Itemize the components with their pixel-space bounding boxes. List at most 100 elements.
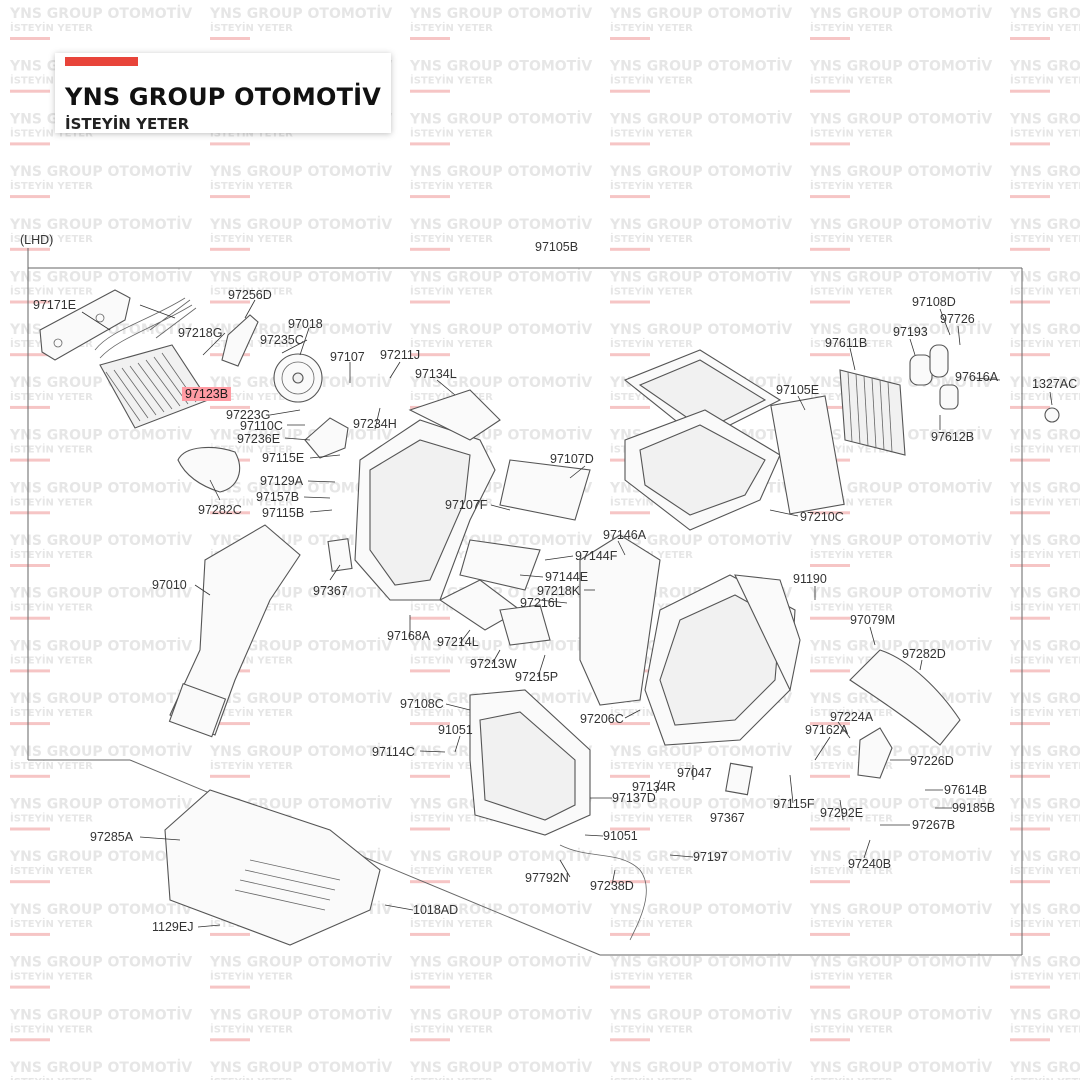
part-label: 1018AD xyxy=(413,903,459,917)
heater-case-left xyxy=(327,389,501,601)
under-tray xyxy=(164,789,381,946)
leader-line xyxy=(139,304,176,319)
part-label: 97226D xyxy=(910,754,954,768)
heater-core xyxy=(94,297,209,429)
leader-line xyxy=(490,504,511,511)
part-label: 97157B xyxy=(256,490,300,504)
part-label: 91051 xyxy=(603,829,638,843)
part-label: 97115B xyxy=(262,506,305,520)
leader-line xyxy=(537,654,546,678)
leader-line xyxy=(669,854,694,858)
leader-line xyxy=(197,924,221,928)
leader-line xyxy=(837,721,851,739)
leader-line xyxy=(814,736,831,761)
part-label: 97105B xyxy=(535,240,579,254)
bracket xyxy=(39,289,131,361)
rear-duct xyxy=(169,524,301,736)
leader-line xyxy=(374,407,381,430)
leader-line xyxy=(617,540,626,556)
leader-line xyxy=(569,465,586,479)
part-label: 97292E xyxy=(820,806,864,820)
part-label: 97115E xyxy=(262,451,305,465)
leader-line xyxy=(269,409,301,416)
leader-line xyxy=(445,703,471,711)
part-label: 97115F xyxy=(773,797,815,811)
part-label: 97235C xyxy=(260,333,304,347)
leader-line xyxy=(909,338,916,356)
part-label: 91051 xyxy=(438,723,473,737)
part-label: 97282C xyxy=(198,503,242,517)
brand-title: YNS GROUP OTOMOTİV xyxy=(65,83,382,111)
part-label: 97224A xyxy=(830,710,874,724)
part-label: 97616A xyxy=(955,370,999,384)
leader-line xyxy=(329,564,341,581)
grommet-2 xyxy=(939,384,959,410)
part-label: 97285A xyxy=(90,830,134,844)
case-panel xyxy=(770,395,845,515)
part-label: 97110C xyxy=(240,419,283,433)
part-label: 97171E xyxy=(33,298,77,312)
diagram-frame xyxy=(27,248,1023,956)
part-label: 91190 xyxy=(793,572,827,586)
part-label: 97047 xyxy=(677,766,712,780)
leader-line xyxy=(309,454,341,459)
part-label: 97367 xyxy=(710,811,745,825)
leader-line xyxy=(309,509,333,513)
leader-line xyxy=(655,779,661,794)
leader-line xyxy=(863,839,871,859)
leader-line xyxy=(307,480,336,483)
part-label: 97213W xyxy=(470,657,517,671)
part-label: 97108D xyxy=(912,295,956,309)
leader-line xyxy=(202,332,226,356)
leader-line xyxy=(209,479,221,501)
part-label: 97107F xyxy=(445,498,488,512)
leader-line xyxy=(797,395,806,411)
part-label: 97218G xyxy=(178,326,223,340)
leader-line xyxy=(789,774,794,804)
part-label: 97144F xyxy=(575,549,618,563)
leader-line xyxy=(869,626,876,646)
part-label: 97134R xyxy=(632,780,676,794)
part-label: 97236E xyxy=(237,432,281,446)
grommet xyxy=(929,344,949,378)
leader-line xyxy=(281,339,308,354)
part-label: 97108C xyxy=(400,697,444,711)
part-label: 97611B xyxy=(825,336,868,350)
leader-line xyxy=(244,299,256,319)
part-label: 97218K xyxy=(537,584,581,598)
part-label: 97216L xyxy=(520,596,562,610)
part-label: 97223G xyxy=(226,408,271,422)
leader-line xyxy=(419,750,446,753)
leader-lines xyxy=(81,299,1053,928)
gasket xyxy=(725,762,753,796)
part-label: 1129EJ xyxy=(152,920,194,934)
evaporator xyxy=(839,369,906,456)
variant-label: (LHD) xyxy=(20,233,54,247)
part-label: 97612B xyxy=(931,430,975,444)
part-label: 97144E xyxy=(545,570,589,584)
brand-subtitle: İSTEYİN YETER xyxy=(65,115,190,133)
leader-line xyxy=(769,509,799,517)
leader-line xyxy=(1049,391,1053,406)
part-label: 97107 xyxy=(330,350,365,364)
leader-line xyxy=(384,904,414,911)
part-label: 97215P xyxy=(515,670,559,684)
leader-line xyxy=(284,437,311,441)
part-label: 97105E xyxy=(776,383,820,397)
part-label: 97010 xyxy=(152,578,187,592)
leader-line xyxy=(611,869,616,886)
part-label: 97018 xyxy=(288,317,323,331)
part-label: 99185B xyxy=(952,801,996,815)
part-label: 97211J xyxy=(380,348,421,362)
part-label: 97238D xyxy=(590,879,634,893)
leader-line xyxy=(919,659,923,671)
leader-line xyxy=(624,709,641,719)
actuator-right xyxy=(857,727,893,779)
leader-line xyxy=(454,735,461,753)
blower-case xyxy=(579,534,801,746)
part-label: 1327AC xyxy=(1032,377,1078,391)
part-label: 97367 xyxy=(313,584,348,598)
part-label: 97079M xyxy=(850,613,896,627)
brand-box: YNS GROUP OTOMOTİV İSTEYİN YETER xyxy=(55,53,391,133)
